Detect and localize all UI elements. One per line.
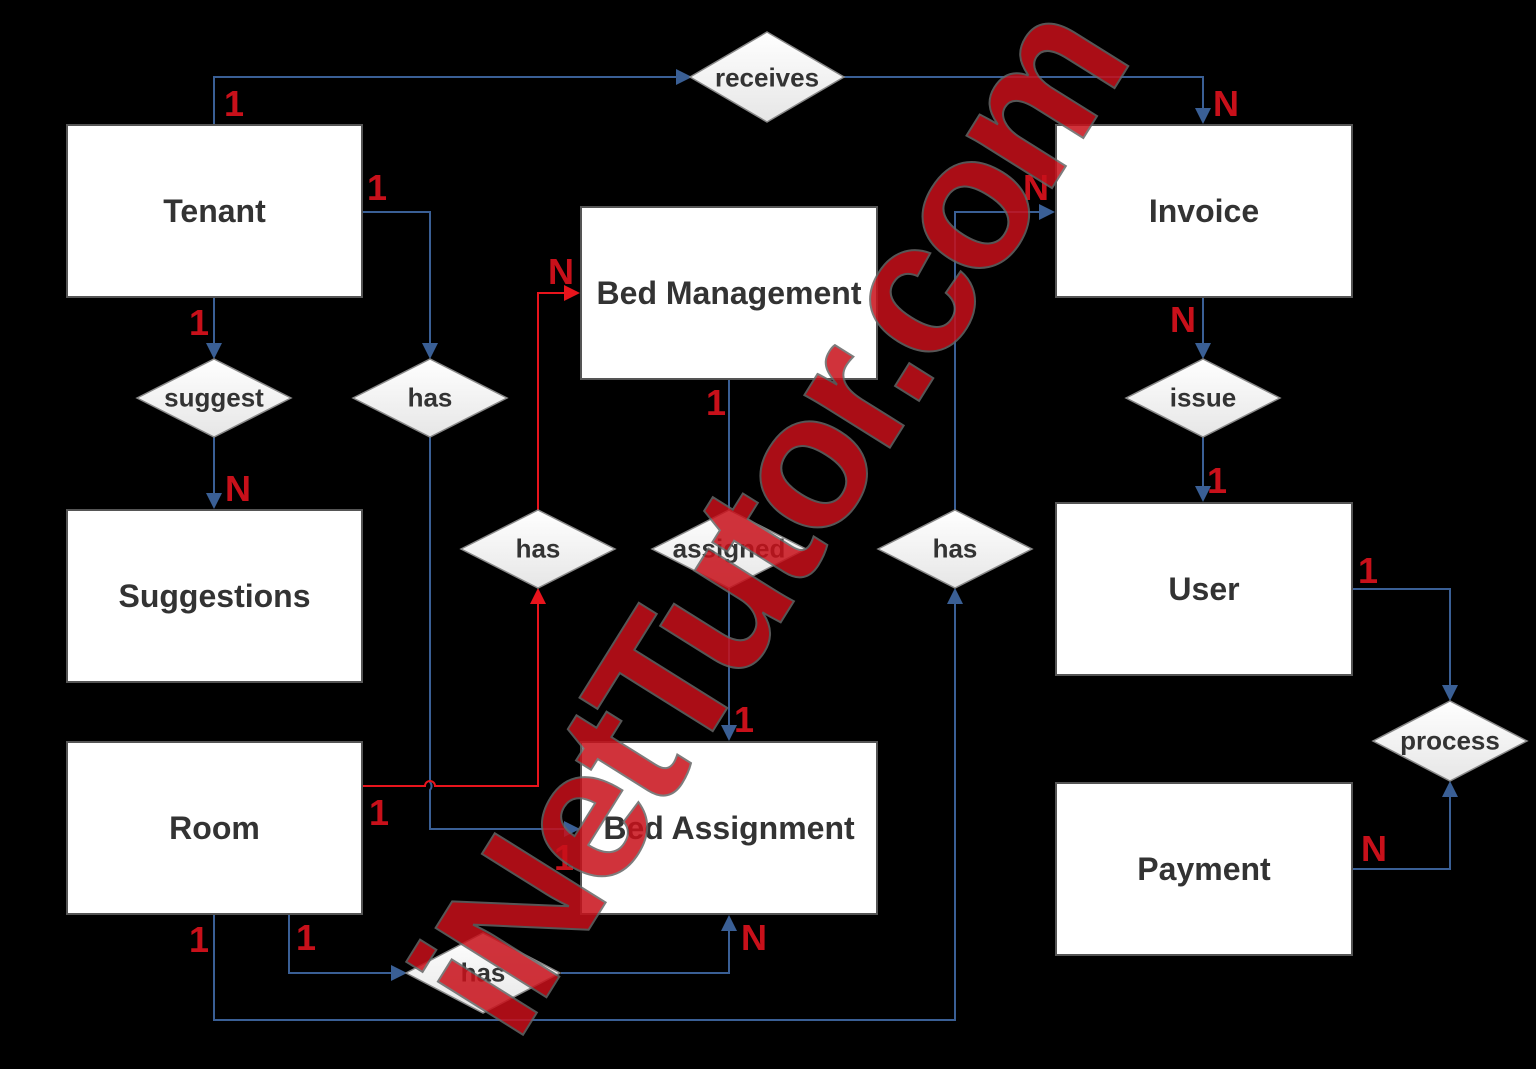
cardinality-label: 1 <box>733 699 755 740</box>
diamond-receives <box>688 31 846 123</box>
cardinality-label: N <box>225 468 251 509</box>
cardinality-label: N <box>548 251 574 292</box>
cardinality-label: 1 <box>223 83 245 124</box>
entity-invoice: Invoice <box>1055 124 1353 298</box>
relationship-has-room-bedmgmt: has <box>515 533 561 564</box>
entity-room: Room <box>66 741 363 915</box>
relationship-suggest: suggest <box>164 382 264 413</box>
relationship-assigned: assigned <box>672 533 786 564</box>
cardinality-label: 1 <box>188 919 210 960</box>
cardinality-label: N <box>1170 299 1196 340</box>
cardinality-label: N <box>1213 83 1239 124</box>
diamond-has-tenant <box>351 358 509 438</box>
cardinality-label: N <box>741 917 767 958</box>
cardinality-label: 1 <box>705 382 727 423</box>
cardinality-label: 1 <box>553 837 575 878</box>
relationship-process: process <box>1400 725 1500 756</box>
relationship-has-tenant-bedassign: has <box>407 382 453 413</box>
relationship-issue: issue <box>1169 382 1237 413</box>
diamond-assigned <box>650 509 808 589</box>
cardinality-label: 1 <box>1206 460 1228 501</box>
cardinality-label: 1 <box>188 302 210 343</box>
connectors <box>206 69 1458 1021</box>
highlight-connectors <box>363 285 580 787</box>
diamond-process <box>1371 700 1529 782</box>
entity-suggestions: Suggestions <box>66 509 363 683</box>
entity-user: User <box>1055 502 1353 676</box>
diamond-has-room-bedmgmt <box>459 509 617 589</box>
entity-tenant: Tenant <box>66 124 363 298</box>
entity-payment: Payment <box>1055 782 1353 956</box>
entity-bed-assignment: Bed Assignment <box>580 741 878 915</box>
cardinality-label: N <box>1023 167 1049 208</box>
relationship-receives: receives <box>714 62 820 93</box>
cardinality-label: 1 <box>366 167 388 208</box>
diamond-has-invoice <box>876 509 1034 589</box>
diamond-has-room-bedassign <box>404 932 562 1014</box>
cardinality-label: 1 <box>1357 550 1379 591</box>
relationship-has-room-invoice: has <box>932 533 978 564</box>
entity-bed-management: Bed Management <box>580 206 878 380</box>
diamond-suggest <box>135 358 293 438</box>
cardinality-label: 1 <box>295 917 317 958</box>
relationship-diamonds <box>135 31 1529 1014</box>
diamond-issue <box>1124 358 1282 438</box>
relationship-has-room-bedassign: has <box>460 957 506 988</box>
cardinality-label: 1 <box>368 792 390 833</box>
cardinality-label: N <box>1361 828 1387 869</box>
